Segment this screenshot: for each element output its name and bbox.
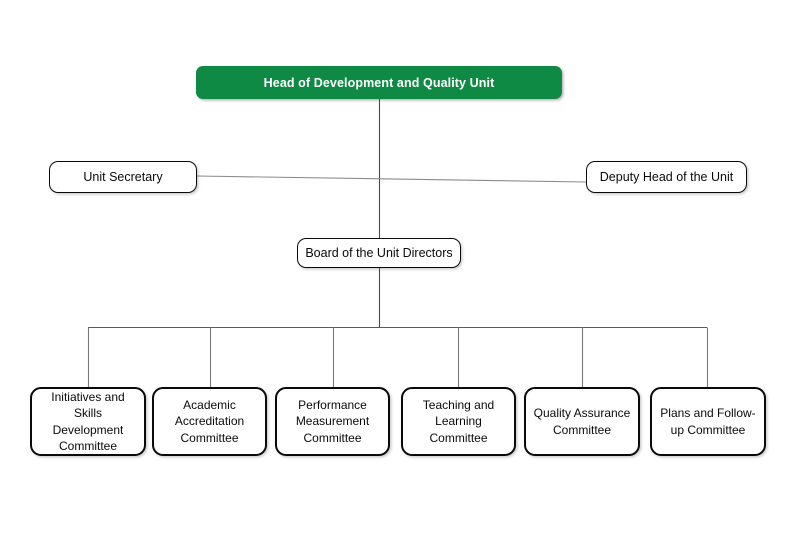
node-committee-label: Quality Assurance Committee [533,406,631,437]
node-board-label: Board of the Unit Directors [305,246,453,260]
connector-secretary-to-deputy [196,175,587,183]
node-unit-secretary-label: Unit Secretary [83,170,163,184]
node-board-of-the-unit-directors[interactable]: Board of the Unit Directors [297,238,461,268]
node-deputy-head-label: Deputy Head of the Unit [599,170,734,184]
node-committee-label: Initiatives and Skills Development Commi… [51,389,125,454]
node-committee[interactable]: Quality Assurance Committee [524,387,640,456]
node-committee-label: Plans and Follow- up Committee [660,406,756,437]
node-committee-label: Academic Accreditation Committee [174,397,245,445]
node-committee[interactable]: Teaching and Learning Committee [401,387,516,456]
node-committee[interactable]: Plans and Follow- up Committee [650,387,766,456]
node-committee[interactable]: Initiatives and Skills Development Commi… [30,387,146,456]
node-root-label: Head of Development and Quality Unit [263,75,495,90]
node-committee[interactable]: Performance Measurement Committee [275,387,390,456]
node-deputy-head-of-the-unit[interactable]: Deputy Head of the Unit [586,161,747,193]
node-committee-label: Teaching and Learning Committee [422,397,495,445]
node-unit-secretary[interactable]: Unit Secretary [49,161,197,193]
node-committee-label: Performance Measurement Committee [295,397,370,445]
node-head-of-development-and-quality-unit[interactable]: Head of Development and Quality Unit [196,66,562,99]
node-committee[interactable]: Academic Accreditation Committee [152,387,267,456]
